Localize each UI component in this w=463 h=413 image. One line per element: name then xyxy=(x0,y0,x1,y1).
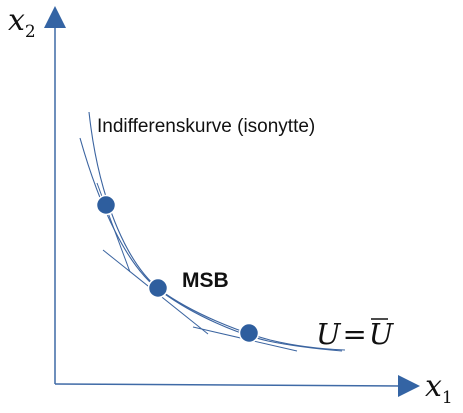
x-axis-label: x1 xyxy=(425,369,453,408)
indifference-curve xyxy=(88,111,346,351)
curve-point-lower xyxy=(238,322,260,344)
utility-equation: U=U xyxy=(316,317,395,351)
y-axis-label: x2 xyxy=(8,3,36,42)
x-axis xyxy=(54,383,403,387)
curve-point-upper xyxy=(95,194,117,216)
x-axis-arrow xyxy=(398,375,420,397)
y-axis-arrow xyxy=(44,6,66,28)
curve-point-msb xyxy=(147,277,169,299)
msb-label: MSB xyxy=(182,269,229,292)
curve-label: Indifferenskurve (isonytte) xyxy=(97,116,315,137)
